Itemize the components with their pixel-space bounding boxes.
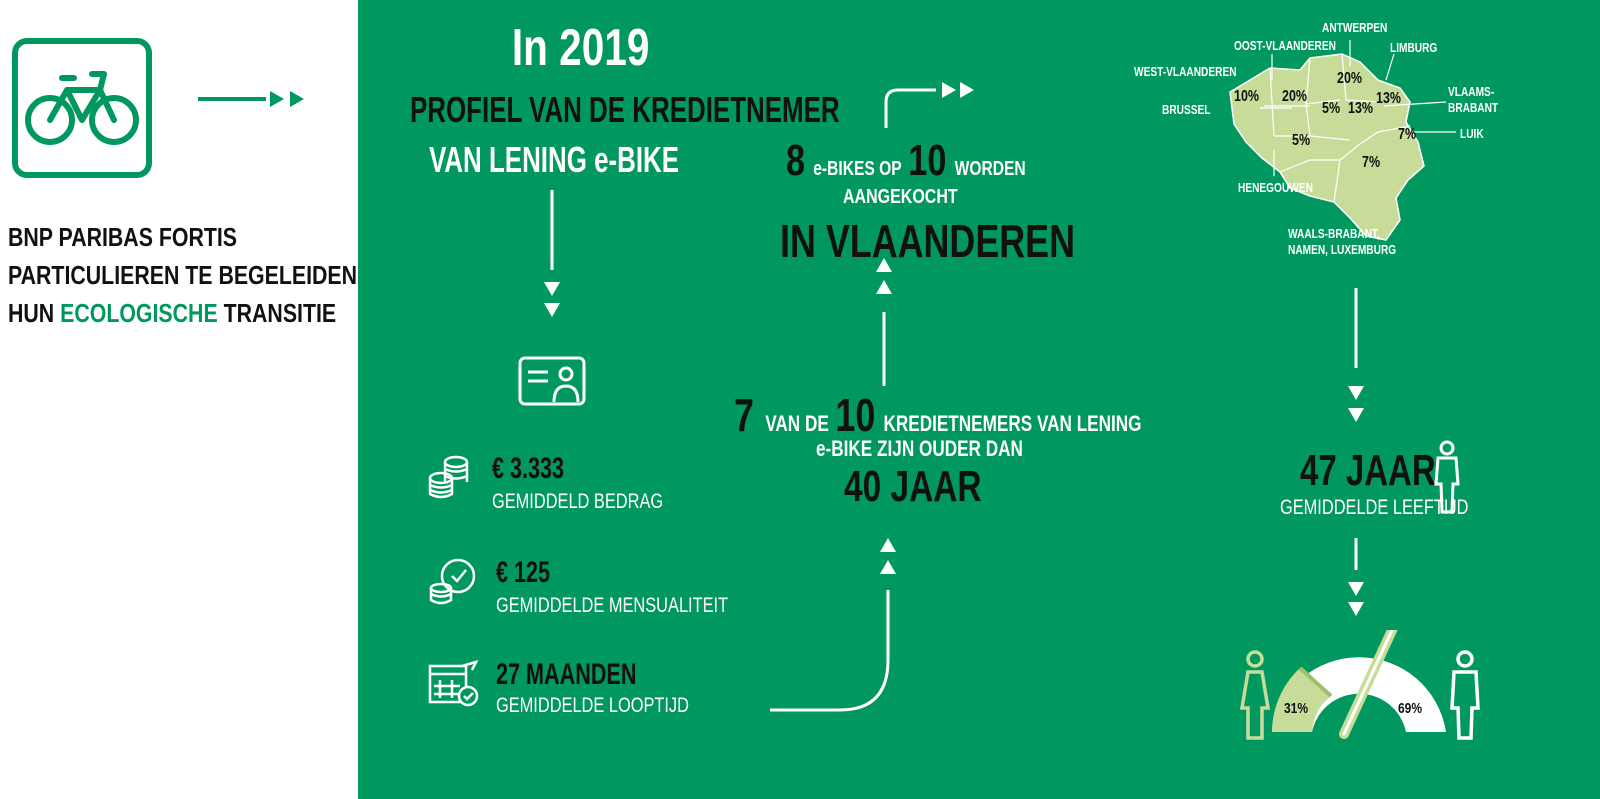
map-label-antwerpen: ANTWERPEN	[1322, 20, 1388, 35]
tagline-line3: HUN ECOLOGISCHE TRANSITIE	[8, 294, 336, 332]
left-panel	[0, 0, 358, 799]
flanders-statement: 8 e-BIKES OP 10 WORDEN AANGEKOCHT IN VLA…	[780, 136, 1075, 267]
age-text1: VAN DE	[765, 411, 829, 436]
tagline-highlight: ECOLOGISCHE	[60, 298, 218, 328]
map-label-waals-brabant: WAALS-BRABANT,	[1288, 226, 1380, 241]
arrow-right-icon	[198, 88, 316, 115]
tagline-line3-post: TRANSITIE	[217, 298, 337, 328]
year-title: In 2019	[511, 19, 650, 77]
map-leader-lines	[1200, 40, 1490, 205]
avg-age-value: 47 JAAR	[1300, 446, 1436, 495]
flanders-line2: AANGEKOCHT	[843, 186, 958, 208]
arrow-to-map-icon	[880, 78, 980, 135]
tagline-line3-pre: HUN	[8, 298, 61, 328]
stat-amount-label: GEMIDDELD BEDRAG	[492, 490, 664, 513]
flanders-text1: e-BIKES OP	[813, 158, 902, 180]
map-label-limburg: LIMBURG	[1390, 40, 1438, 55]
arrow-down-gauge-icon	[1346, 538, 1366, 627]
map-pct-vlaams-brabant: 13%	[1348, 100, 1373, 117]
map-label-oost-vlaanderen: OOST-VLAANDEREN	[1234, 38, 1336, 53]
map-label-vlaams-brabant-2: BRABANT	[1448, 100, 1499, 115]
male-icon	[1448, 650, 1482, 747]
female-icon	[1238, 650, 1272, 747]
flanders-text2: WORDEN	[954, 158, 1026, 180]
map-label-luik: LUIK	[1460, 126, 1484, 141]
map-label-west-vlaanderen: WEST-VLAANDEREN	[1134, 64, 1237, 79]
flanders-line3: IN VLAANDEREN	[780, 215, 1076, 267]
profile-line2: VAN LENING e-BIKE	[428, 139, 680, 180]
map-pct-west-vlaanderen: 10%	[1234, 88, 1259, 105]
id-card-icon	[518, 356, 586, 411]
coins-clock-icon	[428, 558, 478, 611]
male-pct: 69%	[1398, 700, 1423, 717]
map-pct-oost-vlaanderen: 20%	[1282, 88, 1307, 105]
age-num1: 7	[734, 389, 754, 441]
coins-icon	[428, 454, 470, 505]
flanders-num2: 10	[908, 136, 947, 185]
arrow-down-map-icon	[1346, 288, 1366, 431]
age-num2: 10	[835, 389, 876, 441]
map-pct-brussel: 5%	[1322, 100, 1341, 117]
female-pct: 31%	[1284, 700, 1309, 717]
stat-duration-value: 27 MAANDEN	[496, 658, 637, 691]
belgium-map	[1210, 40, 1450, 255]
map-label-vlaams-brabant: VLAAMS-	[1448, 84, 1495, 99]
map-pct-limburg: 13%	[1376, 90, 1401, 107]
stat-monthly-label: GEMIDDELDE MENSUALITEIT	[496, 594, 729, 617]
map-pct-luik: 7%	[1398, 126, 1417, 143]
calendar-icon	[428, 660, 480, 713]
flanders-num1: 8	[786, 136, 806, 185]
bike-icon	[12, 38, 152, 178]
stat-duration-label: GEMIDDELDE LOOPTIJD	[496, 694, 689, 717]
tagline: BNP PARIBAS FORTIS PARTICULIEREN TE BEGE…	[8, 218, 397, 332]
map-label-brussel: BRUSSEL	[1162, 102, 1211, 117]
tagline-line1: BNP PARIBAS FORTIS	[8, 222, 238, 252]
stat-monthly-value: € 125	[496, 556, 551, 589]
gender-gauge	[1236, 621, 1482, 745]
age-line2: e-BIKE ZIJN OUDER DAN	[816, 436, 1023, 461]
stat-amount-value: € 3.333	[492, 452, 565, 485]
profile-title: PROFIEL VAN DE KREDIETNEMER VAN LENING e…	[410, 85, 840, 185]
map-pct-antwerpen: 20%	[1337, 70, 1362, 87]
age-line3: 40 JAAR	[844, 462, 982, 511]
age-text2: KREDIETNEMERS VAN LENING	[883, 411, 1142, 436]
tagline-line2: PARTICULIEREN TE BEGELEIDEN BIJ	[8, 260, 397, 290]
map-label-namen-luxemburg: NAMEN, LUXEMBURG	[1288, 242, 1397, 257]
age-statement: 7 VAN DE 10 KREDIETNEMERS VAN LENING e-B…	[734, 388, 1142, 518]
avg-age-label: GEMIDDELDE LEEFTIJD	[1280, 496, 1469, 519]
map-pct-henegouwen: 5%	[1292, 132, 1311, 149]
map-label-henegouwen: HENEGOUWEN	[1238, 180, 1313, 195]
profile-line1: PROFIEL VAN DE KREDIETNEMER	[410, 89, 840, 130]
arrow-down-icon	[540, 190, 564, 327]
person-icon	[1432, 440, 1462, 519]
arrow-up-icon	[874, 256, 894, 393]
connector-arrow-icon	[760, 530, 900, 720]
map-pct-waals-brabant: 7%	[1362, 154, 1381, 171]
